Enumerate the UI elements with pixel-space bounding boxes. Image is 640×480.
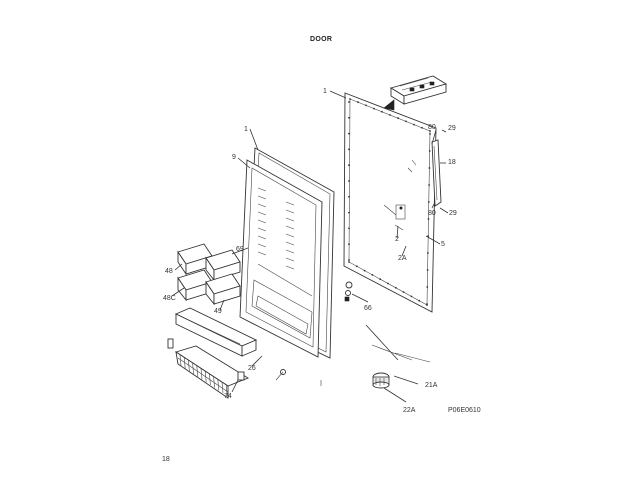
callout-74: 74 xyxy=(224,393,232,400)
diagram-title: DOOR xyxy=(310,36,332,43)
callout-2a: 2A xyxy=(398,255,407,262)
callout-21a: 21A xyxy=(425,382,438,389)
door-bin-long xyxy=(174,307,258,357)
callout-29-bottom: 29 xyxy=(449,210,457,217)
leader-lines xyxy=(171,90,449,403)
door-leveler-foot xyxy=(372,372,390,389)
small-parts xyxy=(275,369,322,386)
outer-door-panel xyxy=(343,92,442,313)
callout-66: 66 xyxy=(364,305,372,312)
hinge-screws xyxy=(344,281,431,363)
triangle-bracket xyxy=(383,99,395,111)
callout-69: 69 xyxy=(236,246,244,253)
callout-2: 2 xyxy=(395,236,399,243)
callout-48c: 48C xyxy=(163,295,176,302)
door-bin-upper-right xyxy=(205,249,241,282)
callout-1-door-panel: 1 xyxy=(323,88,327,95)
callout-18: 18 xyxy=(448,159,456,166)
control-housing xyxy=(389,75,448,105)
callout-80-bottom: 80 xyxy=(428,210,436,217)
callout-9: 9 xyxy=(232,154,236,161)
callout-5: 5 xyxy=(441,241,445,248)
wire-basket xyxy=(167,338,249,399)
callout-80-top: 80 xyxy=(428,124,436,131)
inner-door-liner xyxy=(239,147,335,359)
callout-29-top: 29 xyxy=(448,125,456,132)
page-number: 18 xyxy=(162,456,170,463)
callout-22a: 22A xyxy=(403,407,416,414)
callout-26: 26 xyxy=(248,365,256,372)
door-bin-lower-right xyxy=(205,273,241,306)
callout-49: 49 xyxy=(214,308,222,315)
callout-labels: 1 1 9 80 29 18 80 29 2 5 2A 69 48 48C 49… xyxy=(163,88,457,414)
callout-48-left: 48 xyxy=(165,268,173,275)
drawing-number: P06E0610 xyxy=(448,407,481,414)
callout-1-liner: 1 xyxy=(244,126,248,133)
